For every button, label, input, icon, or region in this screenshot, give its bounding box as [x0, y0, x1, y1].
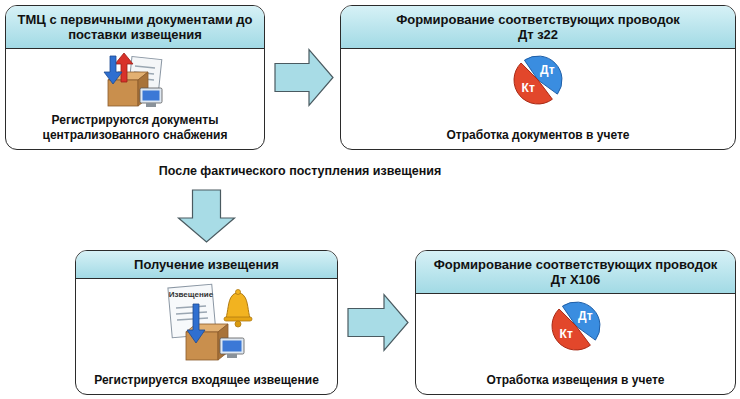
account-mark: Кт	[522, 82, 535, 95]
document-caption: Извещение	[169, 291, 213, 300]
box-heading: Получение извещения	[84, 257, 329, 272]
process-box: Формирование соответствующих проводок Дт…	[340, 5, 736, 150]
block-arrow	[348, 295, 408, 351]
process-box: Формирование соответствующих проводок Дт…	[415, 250, 736, 395]
header-band: Формирование соответствующих проводок Дт…	[341, 6, 735, 49]
edge-label: После фактического поступления извещения	[156, 164, 444, 179]
box-text: Регистрируется входящее извещение	[84, 373, 329, 388]
box-body: Отработка документов в учете	[341, 49, 735, 149]
box-body: Регистрируются документы централизованно…	[6, 49, 264, 149]
process-box: ТМЦ с первичными документами до поставки…	[5, 5, 265, 150]
box-heading: Формирование соответствующих проводок Дт…	[388, 12, 688, 42]
account-mark: Дт	[578, 310, 592, 323]
header-band: ТМЦ с первичными документами до поставки…	[6, 6, 264, 49]
box-body: Отработка извещения в учете	[416, 294, 735, 394]
box-heading: Формирование соответствующих проводок Дт…	[426, 257, 726, 287]
block-arrow	[275, 50, 333, 106]
box-text: Регистрируются документы централизованно…	[14, 113, 256, 143]
box-text: Отработка извещения в учете	[424, 373, 727, 388]
header-band: Формирование соответствующих проводок Дт…	[416, 251, 735, 294]
block-arrow	[179, 190, 235, 242]
header-band: Получение извещения	[76, 251, 337, 279]
box-text: Отработка документов в учете	[349, 128, 727, 143]
box-heading: ТМЦ с первичными документами до поставки…	[14, 12, 256, 42]
process-box: Получение извещенияРегистрируется входящ…	[75, 250, 338, 395]
account-mark: Дт	[540, 64, 554, 77]
account-mark: Кт	[560, 328, 573, 341]
